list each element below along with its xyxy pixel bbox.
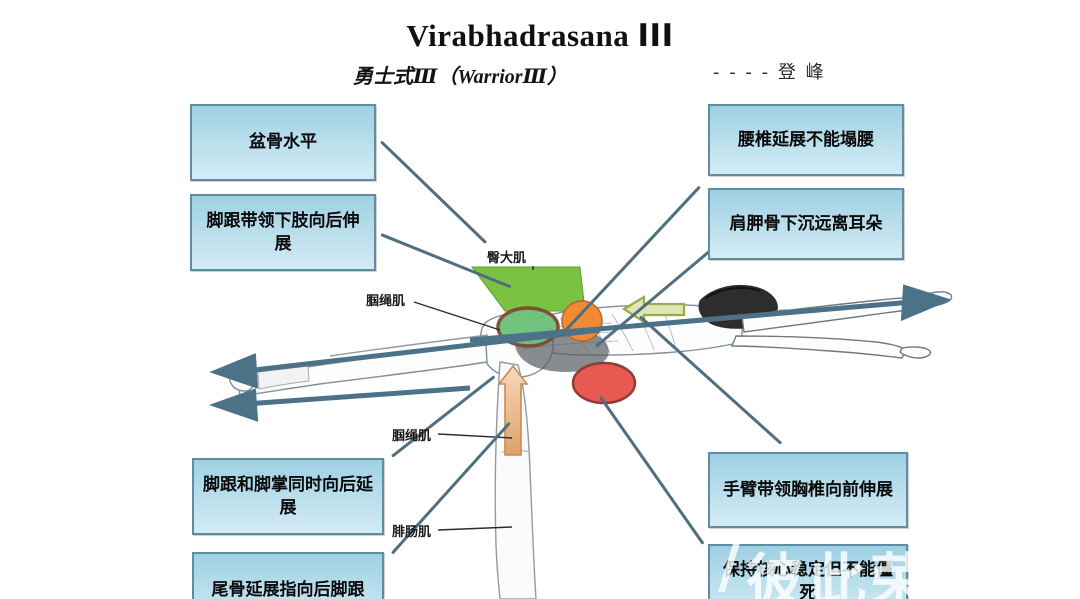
arrow-tan-up [497,364,529,456]
muscle-pointer-lines [413,266,534,531]
callout-heel-and-sole[interactable]: 脚跟和脚掌同时向后延展 [192,458,384,535]
callout-core-stability[interactable]: 保持核心稳定但不能僵死 [708,544,908,599]
label-gluteus-maximus: 臀大肌 [487,251,527,266]
brand-note: - - - - 登 峰 [713,62,826,83]
callout-scapula-depression[interactable]: 肩胛骨下沉远离耳朵 [708,188,904,260]
arrow-blue-left-lower [208,385,471,422]
callout-heel-leads-leg[interactable]: 脚跟带领下肢向后伸展 [190,194,376,271]
callout-scapula-depression-text: 肩胛骨下沉远离耳朵 [729,213,883,234]
callout-arms-lead-thoracic[interactable]: 手臂带领胸椎向前伸展 [708,452,908,528]
marker-red-ellipse [571,361,637,405]
callout-tailbone-extends-text: 尾骨延展指向后脚跟 [211,580,365,599]
page-subtitle: 勇士式Ⅲ（WarriorⅢ） [353,66,567,88]
title-latin: Virabhadrasana [406,18,630,53]
callout-heel-and-sole-text: 脚跟和脚掌同时向后延展 [203,474,373,518]
title-numeral: III [637,18,674,54]
callout-lumbar-extension[interactable]: 腰椎延展不能塌腰 [708,104,904,176]
gluteus-patch [471,266,586,312]
label-hamstrings-upper: 腘绳肌 [366,294,406,309]
page-title: Virabhadrasana III [0,18,1080,54]
callout-lumbar-extension-text: 腰椎延展不能塌腰 [738,129,874,150]
arrow-blue-left-upper [209,327,601,389]
arrow-blue-right [469,284,952,343]
callout-arms-lead-thoracic-text: 手臂带领胸椎向前伸展 [723,479,893,500]
label-gastrocnemius: 腓肠肌 [392,525,432,540]
callout-tailbone-extends[interactable]: 尾骨延展指向后脚跟 [192,552,384,599]
callout-pelvis-level[interactable]: 盆骨水平 [190,104,376,181]
callout-heel-leads-leg-text: 脚跟带领下肢向后伸展 [206,210,360,254]
callout-pelvis-level-text: 盆骨水平 [249,132,317,153]
callout-core-stability-text: 保持核心稳定但不能僵死 [723,560,893,599]
label-hamstrings-lower: 腘绳肌 [392,429,432,444]
